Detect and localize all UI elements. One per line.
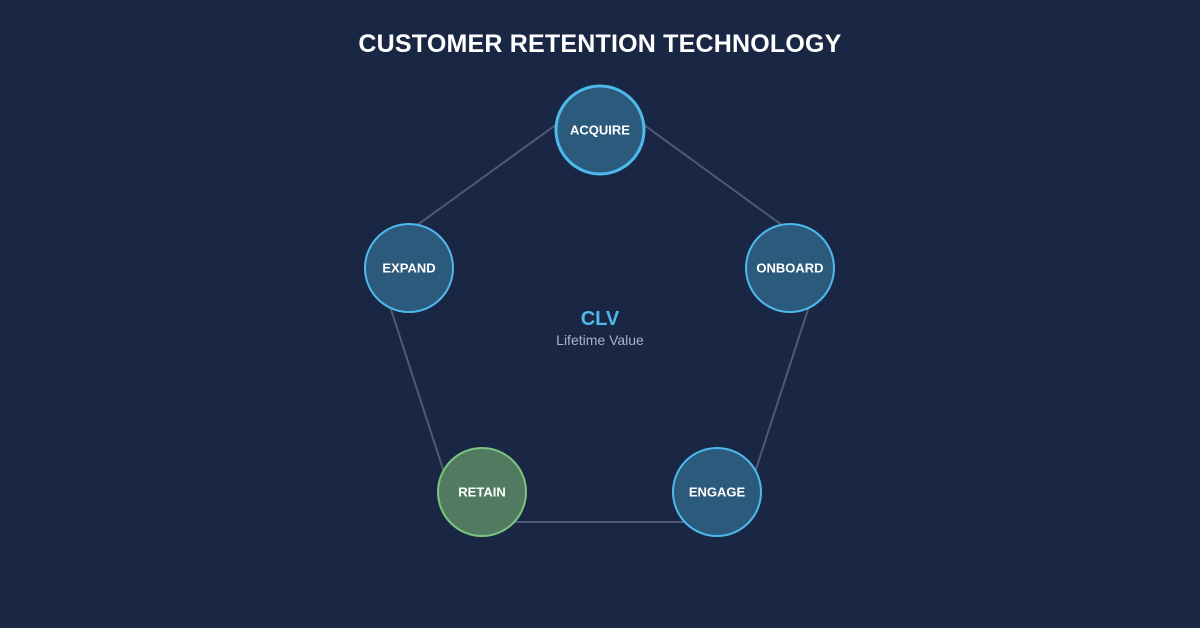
node-retain[interactable]: RETAIN: [437, 447, 527, 537]
edge-retain-to-expand: [389, 307, 445, 472]
node-circle[interactable]: [364, 223, 454, 313]
node-engage[interactable]: ENGAGE: [672, 447, 762, 537]
node-circle[interactable]: [672, 447, 762, 537]
node-label: ACQUIRE: [570, 123, 630, 138]
edges-layer: [389, 123, 810, 523]
node-acquire[interactable]: ACQUIRE: [554, 84, 646, 176]
edge-onboard-to-engage: [754, 307, 810, 472]
center-subtitle: Lifetime Value: [556, 332, 644, 348]
node-label: EXPAND: [382, 261, 435, 276]
edge-acquire-to-onboard: [643, 123, 783, 226]
diagram-title: CUSTOMER RETENTION TECHNOLOGY: [358, 30, 842, 58]
node-circle[interactable]: [745, 223, 835, 313]
node-label: ONBOARD: [756, 261, 823, 276]
center-hub: CLV Lifetime Value: [556, 308, 644, 348]
node-circle[interactable]: [554, 84, 646, 176]
edge-expand-to-acquire: [416, 123, 557, 226]
nodes-layer: ACQUIRE ONBOARD ENGAGE RETAIN EXPAND: [364, 84, 835, 537]
node-onboard[interactable]: ONBOARD: [745, 223, 835, 313]
node-circle[interactable]: [437, 447, 527, 537]
node-expand[interactable]: EXPAND: [364, 223, 454, 313]
node-label: RETAIN: [458, 485, 505, 500]
node-label: ENGAGE: [689, 485, 746, 500]
center-title: CLV: [581, 308, 620, 330]
